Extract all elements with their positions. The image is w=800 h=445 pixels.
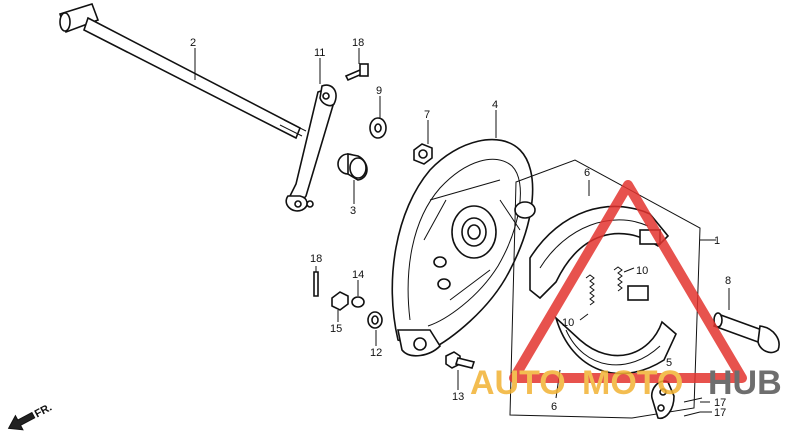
callout-11: 11 <box>314 47 325 59</box>
leader-lines <box>194 48 730 413</box>
callout-12: 12 <box>370 347 382 359</box>
return-springs <box>585 266 623 306</box>
callout-3: 3 <box>350 205 356 217</box>
callout-5: 5 <box>666 357 672 369</box>
watermark-text-hub: HUB <box>708 364 782 402</box>
bolt-13 <box>445 351 476 369</box>
callout-10-lower: 10 <box>562 317 574 329</box>
small-parts <box>331 291 383 329</box>
callout-1: 1 <box>714 235 720 247</box>
cotter-pins <box>683 397 703 417</box>
brake-panel <box>391 138 536 357</box>
brake-arm <box>285 84 337 212</box>
callout-14: 14 <box>352 269 364 281</box>
callout-18-top: 18 <box>352 37 364 49</box>
shoe-set-frame <box>509 159 701 419</box>
callout-6-top: 6 <box>584 167 590 179</box>
callout-9: 9 <box>376 85 382 97</box>
callout-18-left: 18 <box>310 253 322 265</box>
watermark-logo: AUTO MOTO HUB <box>470 180 782 402</box>
bolt-left <box>313 271 319 297</box>
watermark-text-moto: MOTO <box>582 364 683 402</box>
callout-10-upper: 10 <box>636 265 648 277</box>
watermark-text-auto: AUTO <box>470 364 566 402</box>
callout-8: 8 <box>725 275 731 287</box>
callout-6-bottom: 6 <box>551 401 557 413</box>
callout-17-lower: 17 <box>714 407 726 419</box>
nut-7 <box>413 143 433 165</box>
washer-9 <box>369 117 387 139</box>
callout-13: 13 <box>452 391 464 403</box>
callout-17-upper: 17 <box>714 397 726 409</box>
bolt-top <box>344 63 369 82</box>
brake-rod <box>58 3 307 140</box>
callouts: 2 11 18 9 3 7 4 6 1 8 10 10 14 18 15 12 … <box>190 37 731 419</box>
direction-label: FR. <box>33 402 54 421</box>
brake-cam <box>712 312 780 354</box>
front-direction-arrow: FR. <box>7 402 54 431</box>
plate-5 <box>650 380 675 420</box>
callout-2: 2 <box>190 37 196 49</box>
cam-seal <box>337 153 368 181</box>
callout-4: 4 <box>492 99 498 111</box>
callout-15: 15 <box>330 323 342 335</box>
callout-7: 7 <box>424 109 430 121</box>
